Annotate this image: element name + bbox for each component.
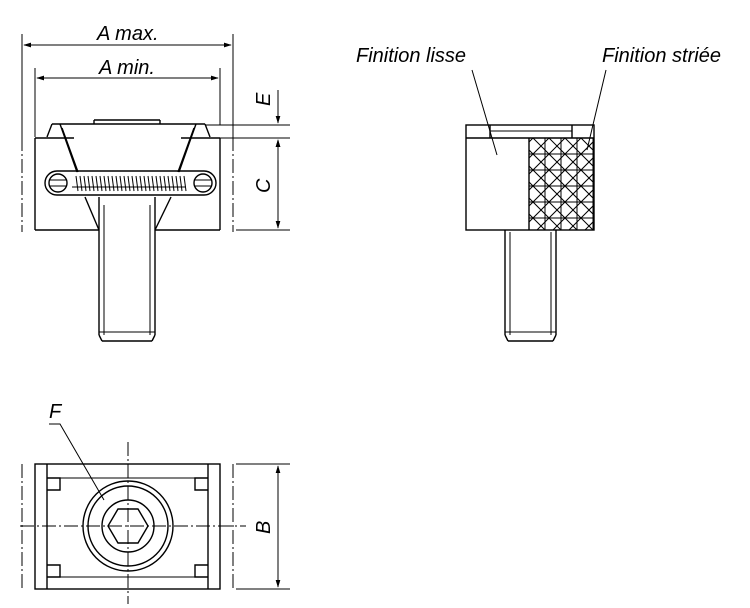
spring-coil (147, 175, 151, 192)
spring-coil (83, 175, 87, 192)
knurl-line (568, 204, 594, 230)
leader-knurled (586, 69, 607, 151)
knurl-line (529, 165, 594, 230)
top-view: B F (20, 401, 290, 604)
knurl-line (529, 149, 594, 216)
knurl-line (552, 188, 594, 230)
spring-slot (44, 170, 217, 196)
top-center-lines (20, 442, 246, 604)
dimension-e-c (205, 90, 290, 231)
spring-coil (75, 175, 79, 192)
spring-coil (111, 175, 115, 192)
side-view: Finition lisse Finition striée (345, 45, 750, 342)
spring-coil (87, 175, 91, 192)
knurl-line (345, 138, 437, 230)
spring-coils (75, 175, 187, 192)
spring-coil (79, 175, 83, 192)
knurl-pattern (345, 138, 750, 230)
knurl-line (584, 220, 594, 230)
label-finish-knurled: Finition striée (602, 45, 721, 67)
hex-socket-screw (82, 480, 174, 572)
knurl-line (529, 229, 530, 230)
dimension-a-min (34, 68, 221, 137)
cone-wedge (46, 119, 211, 231)
label-f: F (49, 401, 63, 423)
knurl-line (529, 156, 594, 223)
knurl-line (529, 138, 550, 159)
label-b: B (253, 521, 275, 534)
knurl-line (629, 138, 721, 230)
knurl-line (564, 138, 594, 168)
spring-coil (167, 175, 171, 192)
knurl-line (529, 138, 582, 191)
leader-smooth (471, 69, 498, 156)
spring-coil (171, 175, 175, 192)
label-a-min: A min. (98, 57, 155, 79)
side-center-lines (21, 137, 234, 232)
knurl-line (580, 138, 594, 152)
spring-coil (95, 175, 99, 192)
knurl-line (529, 138, 566, 175)
spring-coil (131, 175, 135, 192)
dimension-a-max (21, 34, 234, 137)
knurl-line (597, 138, 689, 230)
knurl-line (613, 138, 705, 230)
knurl-line (529, 197, 562, 230)
front-view: A max. A min. E C (21, 23, 290, 342)
screw-head-right (193, 173, 213, 193)
knurl-line (425, 138, 517, 230)
spring-coil (115, 175, 119, 192)
spring-coil (179, 175, 183, 192)
spring-coil (139, 175, 143, 192)
spring-coil (119, 175, 123, 192)
knurl-line (393, 138, 485, 230)
leader-f (49, 423, 105, 501)
spring-coil (91, 175, 95, 192)
knurl-line (529, 138, 534, 143)
spring-coil (99, 175, 103, 192)
side-shaft (504, 230, 557, 342)
threaded-shaft (98, 197, 156, 342)
label-finish-smooth: Finition lisse (356, 45, 466, 67)
knurl-line (677, 138, 750, 230)
spring-coil (175, 175, 179, 192)
label-a-max: A max. (96, 23, 159, 45)
spring-coil (123, 175, 127, 192)
knurl-line (548, 138, 594, 184)
spring-coil (127, 175, 131, 192)
knurl-line (532, 138, 594, 200)
knurl-line (361, 138, 453, 230)
label-e: E (253, 92, 275, 106)
spring-coil (183, 175, 187, 192)
knurl-line (536, 172, 594, 230)
dimension-b (236, 463, 290, 590)
side-body (465, 124, 595, 231)
spring-coil (135, 175, 139, 192)
knurl-line (661, 138, 750, 230)
knurl-line (409, 138, 501, 230)
screw-head-left (48, 173, 68, 193)
knurl-line (529, 181, 578, 230)
top-body-details (46, 464, 209, 589)
spring-coil (159, 175, 163, 192)
spring-coil (107, 175, 111, 192)
knurl-line (645, 138, 737, 230)
spring-coil (143, 175, 147, 192)
spring-coil (103, 175, 107, 192)
top-body (34, 463, 221, 590)
spring-coil (155, 175, 159, 192)
clamp-body (34, 137, 221, 231)
label-c: C (253, 178, 275, 193)
knurl-line (377, 138, 469, 230)
spring-coil (151, 175, 155, 192)
knurl-line (529, 140, 594, 207)
spring-coil (163, 175, 167, 192)
knurl-line (529, 213, 546, 230)
